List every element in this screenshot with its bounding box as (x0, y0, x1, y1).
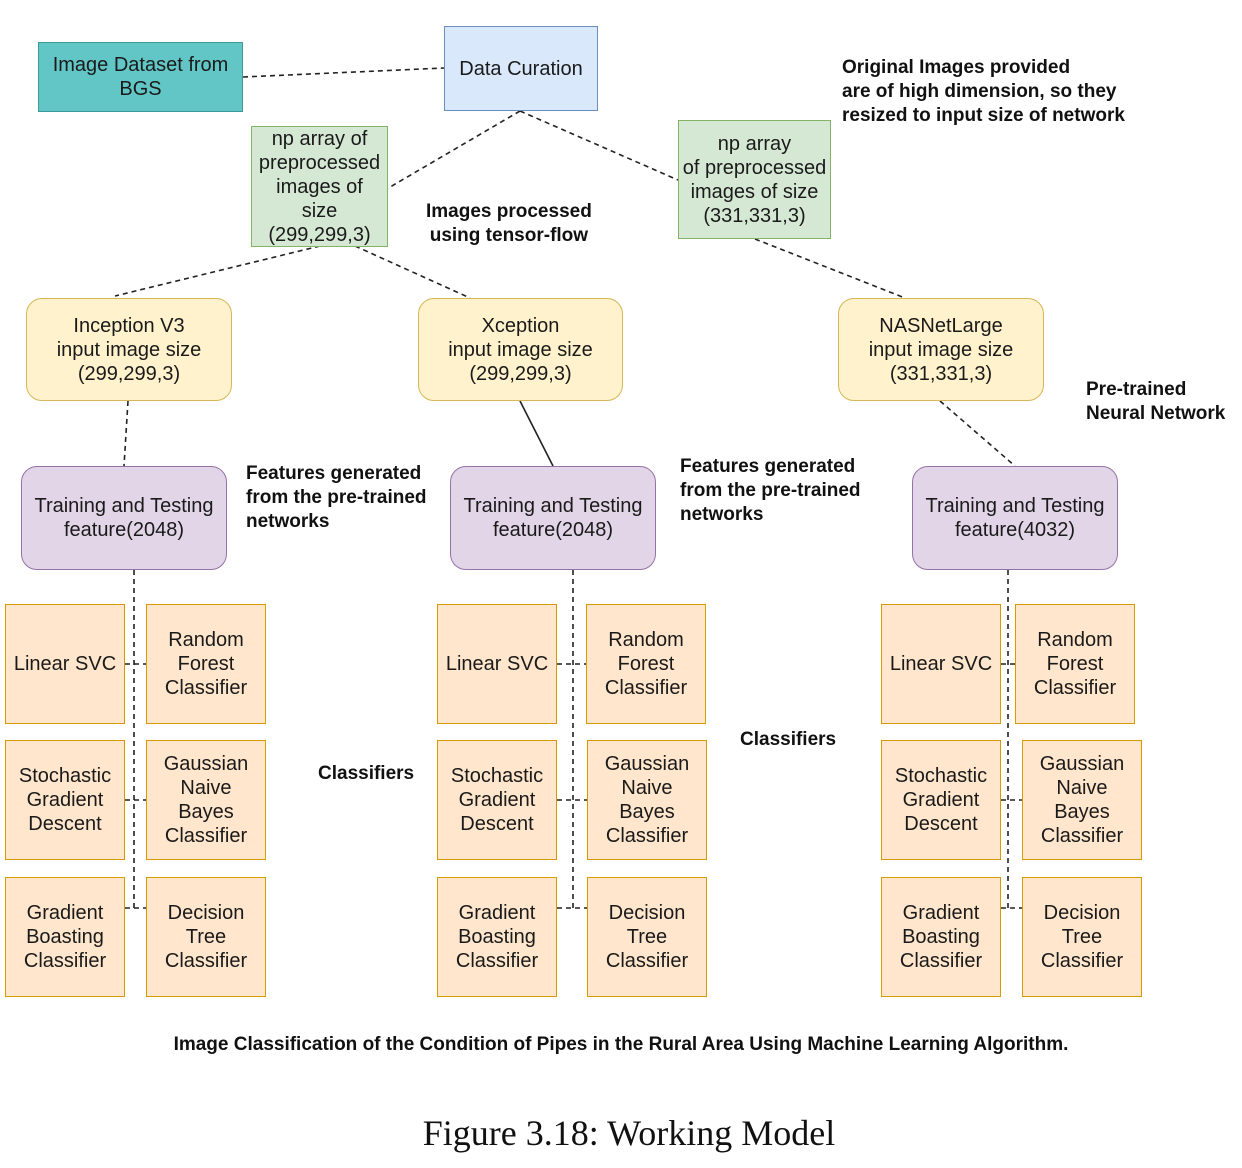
inception-v3-box: Inception V3 input image size (299,299,3… (26, 298, 232, 401)
decision-tree-box-2: Decision Tree Classifier (587, 877, 707, 997)
figure-caption: Figure 3.18: Working Model (422, 1113, 836, 1153)
classifiers-label-1: Classifiers (318, 763, 415, 784)
xception-box: Xception input image size (299,299,3) (418, 298, 623, 401)
random-forest-box-3: Random Forest Classifier (1015, 604, 1135, 724)
classifiers-label-2: Classifiers (740, 729, 837, 750)
gaussian-nb-box-1: Gaussian Naive Bayes Classifier (146, 740, 266, 860)
features-generated-note-1: Features generated from the pre-trained … (246, 463, 427, 532)
linear-svc-box-3: Linear SVC (881, 604, 1001, 724)
gaussian-nb-box-2: Gaussian Naive Bayes Classifier (587, 740, 707, 860)
features-box-nasnet: Training and Testing feature(4032) (912, 466, 1118, 570)
random-forest-box-2: Random Forest Classifier (586, 604, 706, 724)
diagram-footer: Image Classification of the Condition of… (173, 1034, 1069, 1055)
original-images-note: Original Images provided are of high dim… (842, 57, 1125, 126)
random-forest-box-1: Random Forest Classifier (146, 604, 266, 724)
gradient-boosting-box-2: Gradient Boasting Classifier (437, 877, 557, 997)
gradient-boosting-box-3: Gradient Boasting Classifier (881, 877, 1001, 997)
gradient-boosting-box-1: Gradient Boasting Classifier (5, 877, 125, 997)
linear-svc-box-1: Linear SVC (5, 604, 125, 724)
tensorflow-note: Images processed using tensor-flow (426, 201, 592, 246)
dataset-box: Image Dataset from BGS (38, 42, 243, 112)
pretrained-network-note: Pre-trained Neural Network (1086, 379, 1226, 424)
sgd-box-2: Stochastic Gradient Descent (437, 740, 557, 860)
sgd-box-3: Stochastic Gradient Descent (881, 740, 1001, 860)
np-array-331-box: np array of preprocessed images of size … (678, 120, 831, 239)
gaussian-nb-box-3: Gaussian Naive Bayes Classifier (1022, 740, 1142, 860)
features-box-xception: Training and Testing feature(2048) (450, 466, 656, 570)
linear-svc-box-2: Linear SVC (437, 604, 557, 724)
decision-tree-box-3: Decision Tree Classifier (1022, 877, 1142, 997)
nasnetlarge-box: NASNetLarge input image size (331,331,3) (838, 298, 1044, 401)
sgd-box-1: Stochastic Gradient Descent (5, 740, 125, 860)
features-generated-note-2: Features generated from the pre-trained … (680, 456, 861, 525)
data-curation-box: Data Curation (444, 26, 598, 111)
features-box-inception: Training and Testing feature(2048) (21, 466, 227, 570)
np-array-299-box: np array of preprocessed images of size … (251, 126, 388, 247)
decision-tree-box-1: Decision Tree Classifier (146, 877, 266, 997)
